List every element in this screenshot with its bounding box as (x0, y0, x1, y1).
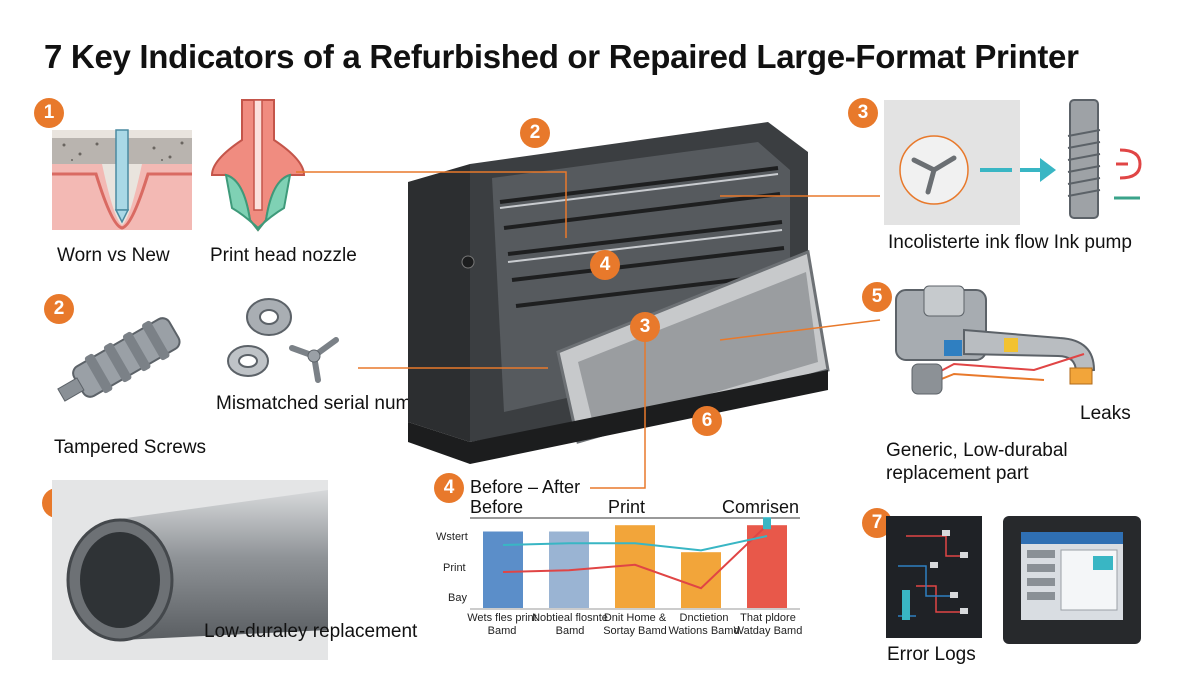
gear-washer-icon (246, 298, 292, 336)
worn-vs-new-label: Worn vs New (57, 245, 170, 266)
leaks-label: Leaks (1080, 403, 1131, 424)
clip-part-icon (289, 337, 339, 383)
tampered-screws-label: Tampered Screws (54, 437, 207, 458)
y-label-2: Bay (448, 592, 467, 604)
column-label-3: Dnctietion Wations Bamd (668, 612, 740, 637)
chart-heading-line2: Before (470, 497, 524, 517)
column-label-2: Dnit Home & Sortay Bamd (603, 612, 667, 637)
washer-icon (227, 345, 269, 377)
ink-flow-illustration (884, 99, 1142, 225)
circuit-board-illustration (886, 516, 982, 638)
error-logs-label: Error Logs (887, 644, 976, 665)
badge-4-chart: 4 (434, 473, 464, 503)
badge-2-left: 2 (44, 294, 74, 324)
chart-heading-comparison: Comrisen (722, 497, 800, 517)
badge-4-center: 4 (590, 250, 620, 280)
chart-series-line-1 (502, 535, 768, 552)
y-label-1: Print (443, 562, 466, 574)
display-screen-illustration (1003, 516, 1141, 644)
column-label-0: Wets fles print Bamd (467, 612, 537, 637)
page-title: 7 Key Indicators of a Refurbished or Rep… (44, 38, 1079, 75)
ink-flow-label: Incolisterte ink flow Ink pump (888, 232, 1132, 253)
comparison-chart (470, 517, 800, 610)
print-head-nozzle-label: Print head nozzle (210, 245, 357, 266)
worn-nozzle-illustration (52, 129, 192, 230)
chart-heading-line1: Before – After (470, 477, 581, 497)
chart-marker (763, 517, 771, 530)
serial-numbers-label: Mismatched serial numbers (216, 393, 449, 414)
generic-part-illustration (895, 285, 1096, 395)
column-label-1: Nobtieal flosnte Bamd (532, 612, 608, 637)
badge-5-right: 5 (862, 282, 892, 312)
badge-2-center: 2 (520, 118, 550, 148)
badge-6-center: 6 (692, 406, 722, 436)
badge-1: 1 (34, 98, 64, 128)
chart-heading-print: Print (608, 497, 646, 517)
generic-part-label: Generic, Low-durabal replacement part (886, 440, 1068, 484)
badge-3-center: 3 (630, 312, 660, 342)
y-label-0: Wstert (436, 531, 468, 543)
chart-bar (681, 552, 721, 608)
column-label-4: That pldore Watday Bamd (733, 612, 803, 637)
print-head-nozzle-illustration (210, 99, 306, 232)
badge-3-right: 3 (848, 98, 878, 128)
chart-bar (483, 531, 523, 608)
metal-tube-photo (52, 480, 328, 660)
chart-series-line-0 (502, 524, 768, 590)
tampered-screw-illustration (57, 317, 181, 402)
